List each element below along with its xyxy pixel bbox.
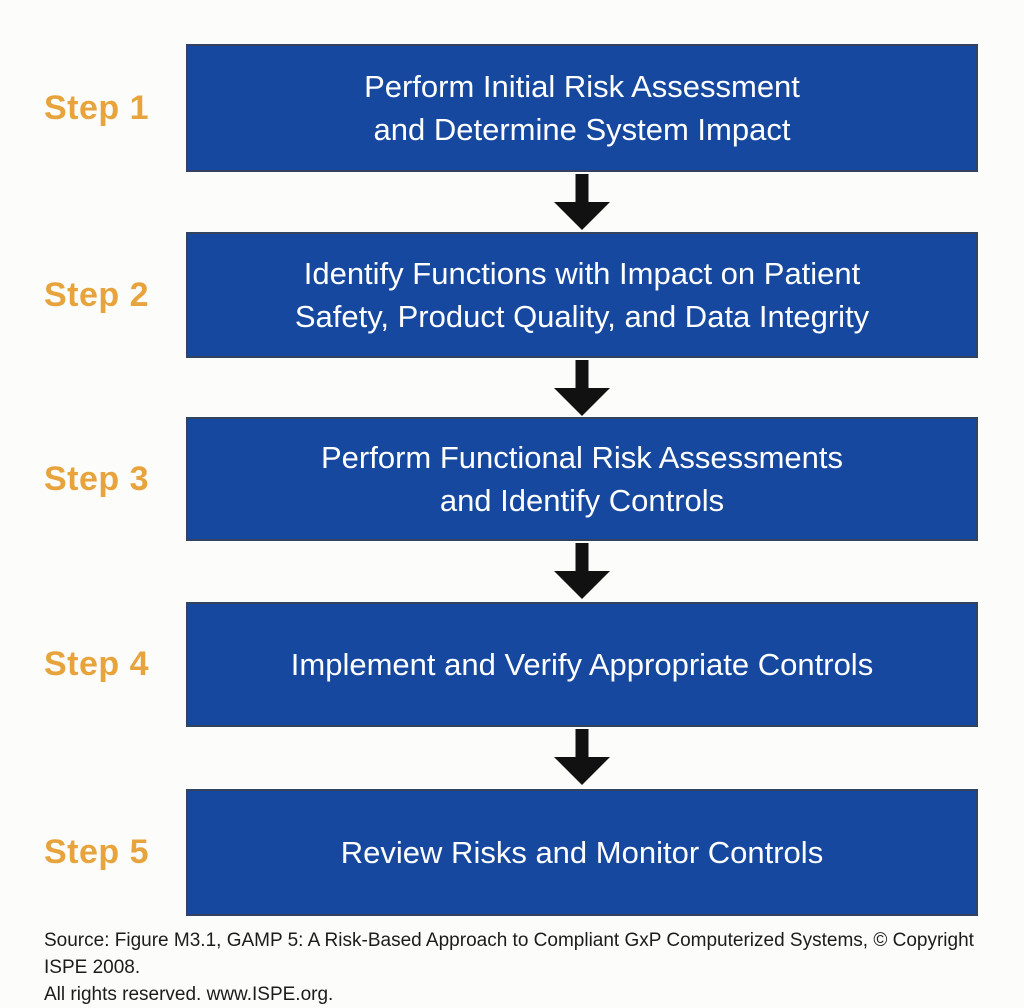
step-3-box: Perform Functional Risk Assessments and …: [186, 417, 978, 541]
arrow-down-icon: [554, 543, 610, 599]
arrow-row-2: [186, 360, 978, 416]
step-1-label: Step 1: [44, 88, 150, 127]
step-3-text-line-2: and Identify Controls: [439, 483, 725, 518]
step-1-text-line-2: and Determine System Impact: [373, 112, 791, 147]
step-3-text-line-1: Perform Functional Risk Assessments: [320, 440, 843, 475]
step-2-box: Identify Functions with Impact on Patien…: [186, 232, 978, 358]
arrow-row-4: [186, 729, 978, 788]
step-4-box: Implement and Verify Appropriate Control…: [186, 602, 978, 727]
step-5-box: Review Risks and Monitor Controls: [186, 789, 978, 916]
step-3-label: Step 3: [44, 459, 150, 498]
source-citation-line-1: Source: Figure M3.1, GAMP 5: A Risk-Base…: [44, 930, 974, 978]
step-2-label: Step 2: [44, 275, 150, 314]
arrow-down-icon: [554, 729, 610, 785]
source-citation: Source: Figure M3.1, GAMP 5: A Risk-Base…: [44, 927, 994, 1008]
step-4-text-line-1: Implement and Verify Appropriate Control…: [290, 647, 874, 682]
arrow-row-1: [186, 174, 978, 231]
arrow-down-icon: [554, 174, 610, 230]
step-1-text-line-1: Perform Initial Risk Assessment: [364, 69, 800, 104]
step-5-label: Step 5: [44, 833, 150, 871]
step-2-text-line-2: Safety, Product Quality, and Data Integr…: [294, 299, 870, 334]
arrow-down-icon: [554, 360, 610, 416]
step-4-label: Step 4: [44, 645, 150, 683]
step-2-text-line-1: Identify Functions with Impact on Patien…: [303, 256, 861, 291]
arrow-row-3: [186, 543, 978, 601]
step-5-text-line-1: Review Risks and Monitor Controls: [340, 835, 824, 870]
step-1-box: Perform Initial Risk Assessment and Dete…: [186, 44, 978, 172]
source-citation-line-2: All rights reserved. www.ISPE.org.: [44, 984, 334, 1005]
